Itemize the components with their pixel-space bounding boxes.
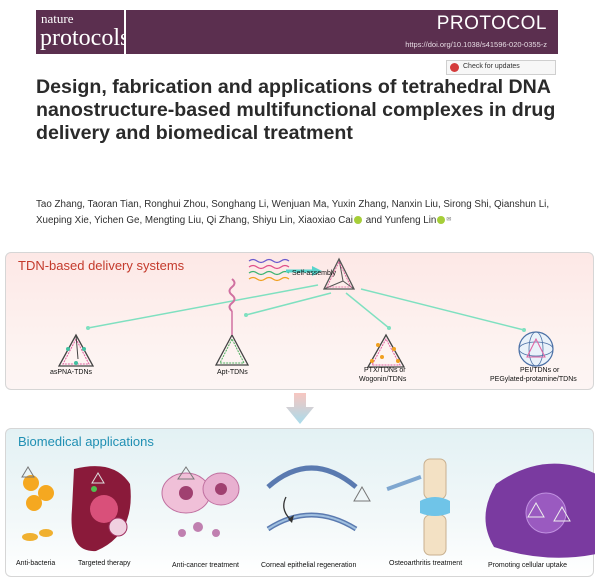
author-list: Tao Zhang, Taoran Tian, Ronghui Zhou, So… [36,198,556,228]
delivery-system-label: PEGylated-protamine/TDNs [490,376,577,383]
application-label: Promoting cellular uptake [488,562,567,569]
knee-joint-icon [353,458,450,556]
delivery-system-label: PTX/TDNs or [364,367,406,374]
cornea-icon [266,465,358,532]
delivery-diagram [57,257,554,368]
crossmark-icon [450,63,459,72]
orcid-icon[interactable] [353,215,362,224]
logo-line2: protocols [40,25,130,51]
check-updates-button[interactable]: Check for updates [446,60,556,75]
branch-arrows [87,284,525,331]
biomedical-applications-panel: Biomedical applications [5,428,595,577]
application-label: Anti-bacteria [16,560,56,567]
aspna-tdn-icon [57,333,95,367]
down-arrow-icon [286,393,314,424]
apt-tdn-icon [214,278,250,366]
delivery-system-label: Apt-TDNs [217,369,248,376]
pei-tdn-icon [518,331,554,367]
applications-illustrations [21,458,595,558]
cell-uptake-icon [485,463,595,558]
delivery-system-label: Wogonin/TDNs [359,376,407,383]
authors-join: and Yunfeng Lin [362,214,437,226]
applications-panel-title: Biomedical applications [18,434,154,449]
ptx-tdn-icon [366,333,406,368]
article-type-label: PROTOCOL [436,13,547,34]
bacteria-icon [21,466,54,541]
application-label: Osteoarthritis treatment [389,560,463,567]
application-label: Corneal epithelial regeneration [261,562,357,569]
anti-cancer-icon [161,466,240,537]
dna-strands-icon [248,258,290,282]
self-assembly-label: Self-assembly [292,270,336,277]
delivery-panel-title: TDN-based delivery systems [18,258,185,273]
logo-line1: nature [41,11,74,26]
journal-logo: nature protocols [36,10,129,54]
targeted-therapy-icon [71,466,131,552]
journal-banner: PROTOCOL https://doi.org/10.1038/s41596-… [126,10,558,54]
doi-link[interactable]: https://doi.org/10.1038/s41596-020-0355-… [405,40,547,49]
check-updates-label: Check for updates [463,63,520,70]
delivery-systems-panel: TDN-based delivery systems [5,252,594,390]
orcid-icon[interactable] [437,215,446,224]
application-label: Anti-cancer treatment [172,562,239,569]
corresponding-author-icon: ✉ [446,216,452,223]
tetrahedron-icon [322,257,356,290]
delivery-system-label: PEI/TDNs or [520,367,560,374]
authors-main: Tao Zhang, Taoran Tian, Ronghui Zhou, So… [36,199,550,226]
delivery-system-label: asPNA-TDNs [50,369,93,376]
paper-title: Design, fabrication and applications of … [36,76,556,144]
application-label: Targeted therapy [78,560,131,567]
